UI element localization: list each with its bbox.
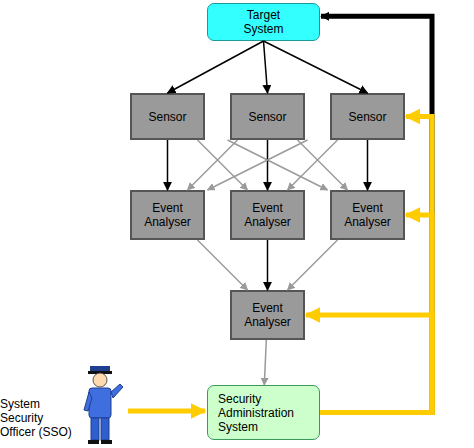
control-arrow xyxy=(320,215,432,413)
officer-body xyxy=(89,388,111,418)
control-arrow xyxy=(320,117,432,413)
officer-shoe xyxy=(101,440,112,444)
event-arrow xyxy=(188,140,238,190)
officer-leg xyxy=(101,418,109,440)
event-arrow xyxy=(264,340,266,385)
event-arrow xyxy=(198,140,248,190)
officer-head xyxy=(93,373,107,387)
officer-arm xyxy=(84,392,92,411)
node-label: Security Administration System xyxy=(218,392,306,434)
flow-arrow xyxy=(320,16,432,412)
node-label: Sensor xyxy=(348,110,386,124)
text-stack: Security Administration System xyxy=(218,392,306,434)
analyser-box: Event Analyser xyxy=(130,190,205,240)
text-stack: Sensor xyxy=(248,110,286,124)
actor-label: System Security Officer (SSO) xyxy=(0,397,80,439)
event-arrow xyxy=(288,140,338,190)
officer-shoe xyxy=(88,440,99,444)
event-arrow xyxy=(228,140,328,190)
node-label: Event Analyser xyxy=(138,201,198,229)
node-label: Event Analyser xyxy=(238,201,298,229)
flow-arrow xyxy=(267,240,269,290)
node-label: Target System xyxy=(234,8,294,36)
node-label: Sensor xyxy=(248,110,286,124)
control-arrow xyxy=(306,315,432,413)
sensor-box: Sensor xyxy=(230,93,305,140)
analyser-box: Event Analyser xyxy=(230,290,305,340)
officer-input-arrow xyxy=(128,409,205,414)
analyser-box: Event Analyser xyxy=(330,190,405,240)
event-arrow xyxy=(208,140,308,190)
flow-arrow xyxy=(168,41,264,93)
event-arrow xyxy=(288,240,338,290)
node-label: Event Analyser xyxy=(338,201,398,229)
officer-arm xyxy=(111,384,123,398)
text-stack: Sensor xyxy=(348,110,386,124)
text-stack: Target System xyxy=(234,8,294,36)
text-stack: Event Analyser xyxy=(238,301,298,329)
flow-arrow xyxy=(264,41,268,93)
node-label: Event Analyser xyxy=(238,301,298,329)
target-system-box: Target System xyxy=(207,3,320,41)
event-arrow xyxy=(298,140,348,190)
flow-arrow xyxy=(367,140,369,190)
sensor-box: Sensor xyxy=(330,93,405,140)
node-label: Sensor xyxy=(148,110,186,124)
text-stack: Sensor xyxy=(148,110,186,124)
analyser-box: Event Analyser xyxy=(230,190,305,240)
flow-arrow xyxy=(264,41,368,93)
flow-arrow xyxy=(167,140,169,190)
sensor-box: Sensor xyxy=(130,93,205,140)
officer-figure xyxy=(84,366,123,444)
text-stack: Event Analyser xyxy=(138,201,198,229)
flow-arrow xyxy=(267,140,269,190)
officer-leg xyxy=(91,418,99,440)
event-arrow xyxy=(198,240,248,290)
text-stack: Event Analyser xyxy=(338,201,398,229)
text-stack: Event Analyser xyxy=(238,201,298,229)
admin-system-box: Security Administration System xyxy=(207,385,320,440)
